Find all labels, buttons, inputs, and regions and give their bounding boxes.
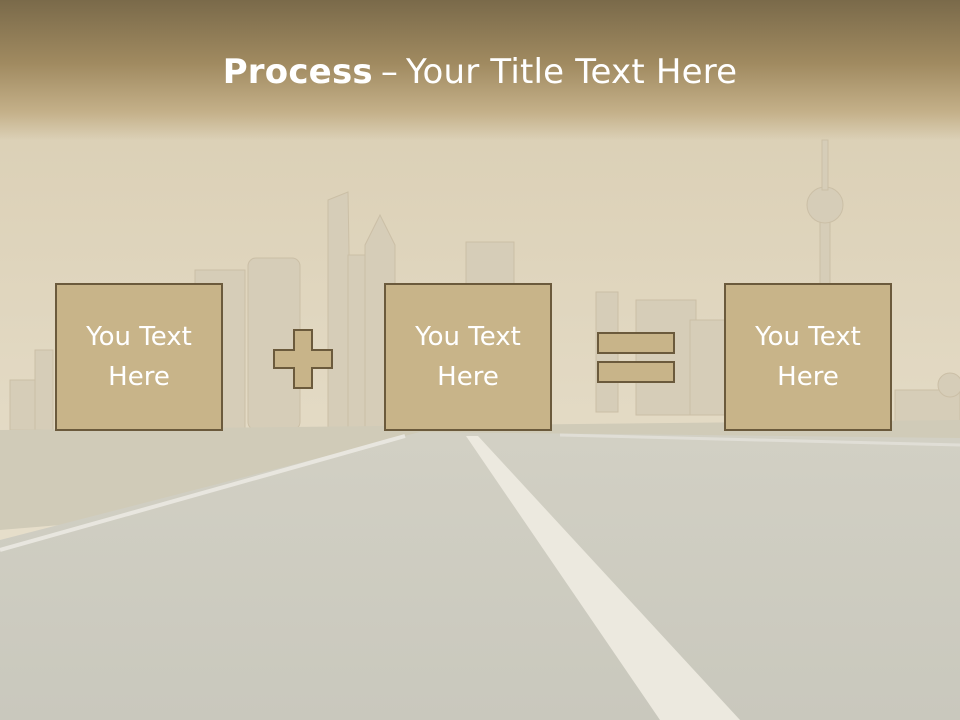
process-box-3[interactable]: You Text Here: [724, 283, 892, 431]
process-box-1[interactable]: You Text Here: [55, 283, 223, 431]
title-band: [0, 0, 960, 140]
title-rest: Your Title Text Here: [406, 52, 738, 92]
process-box-1-text: You Text Here: [86, 322, 192, 392]
title-separator: –: [380, 52, 399, 92]
plus-icon: [273, 329, 333, 389]
process-box-2-text: You Text Here: [415, 322, 521, 392]
title-bold: Process: [222, 52, 373, 92]
equals-icon: [597, 332, 675, 383]
process-box-3-text: You Text Here: [755, 322, 861, 392]
process-box-2[interactable]: You Text Here: [384, 283, 552, 431]
slide-title: Process–Your Title Text Here: [0, 52, 960, 92]
